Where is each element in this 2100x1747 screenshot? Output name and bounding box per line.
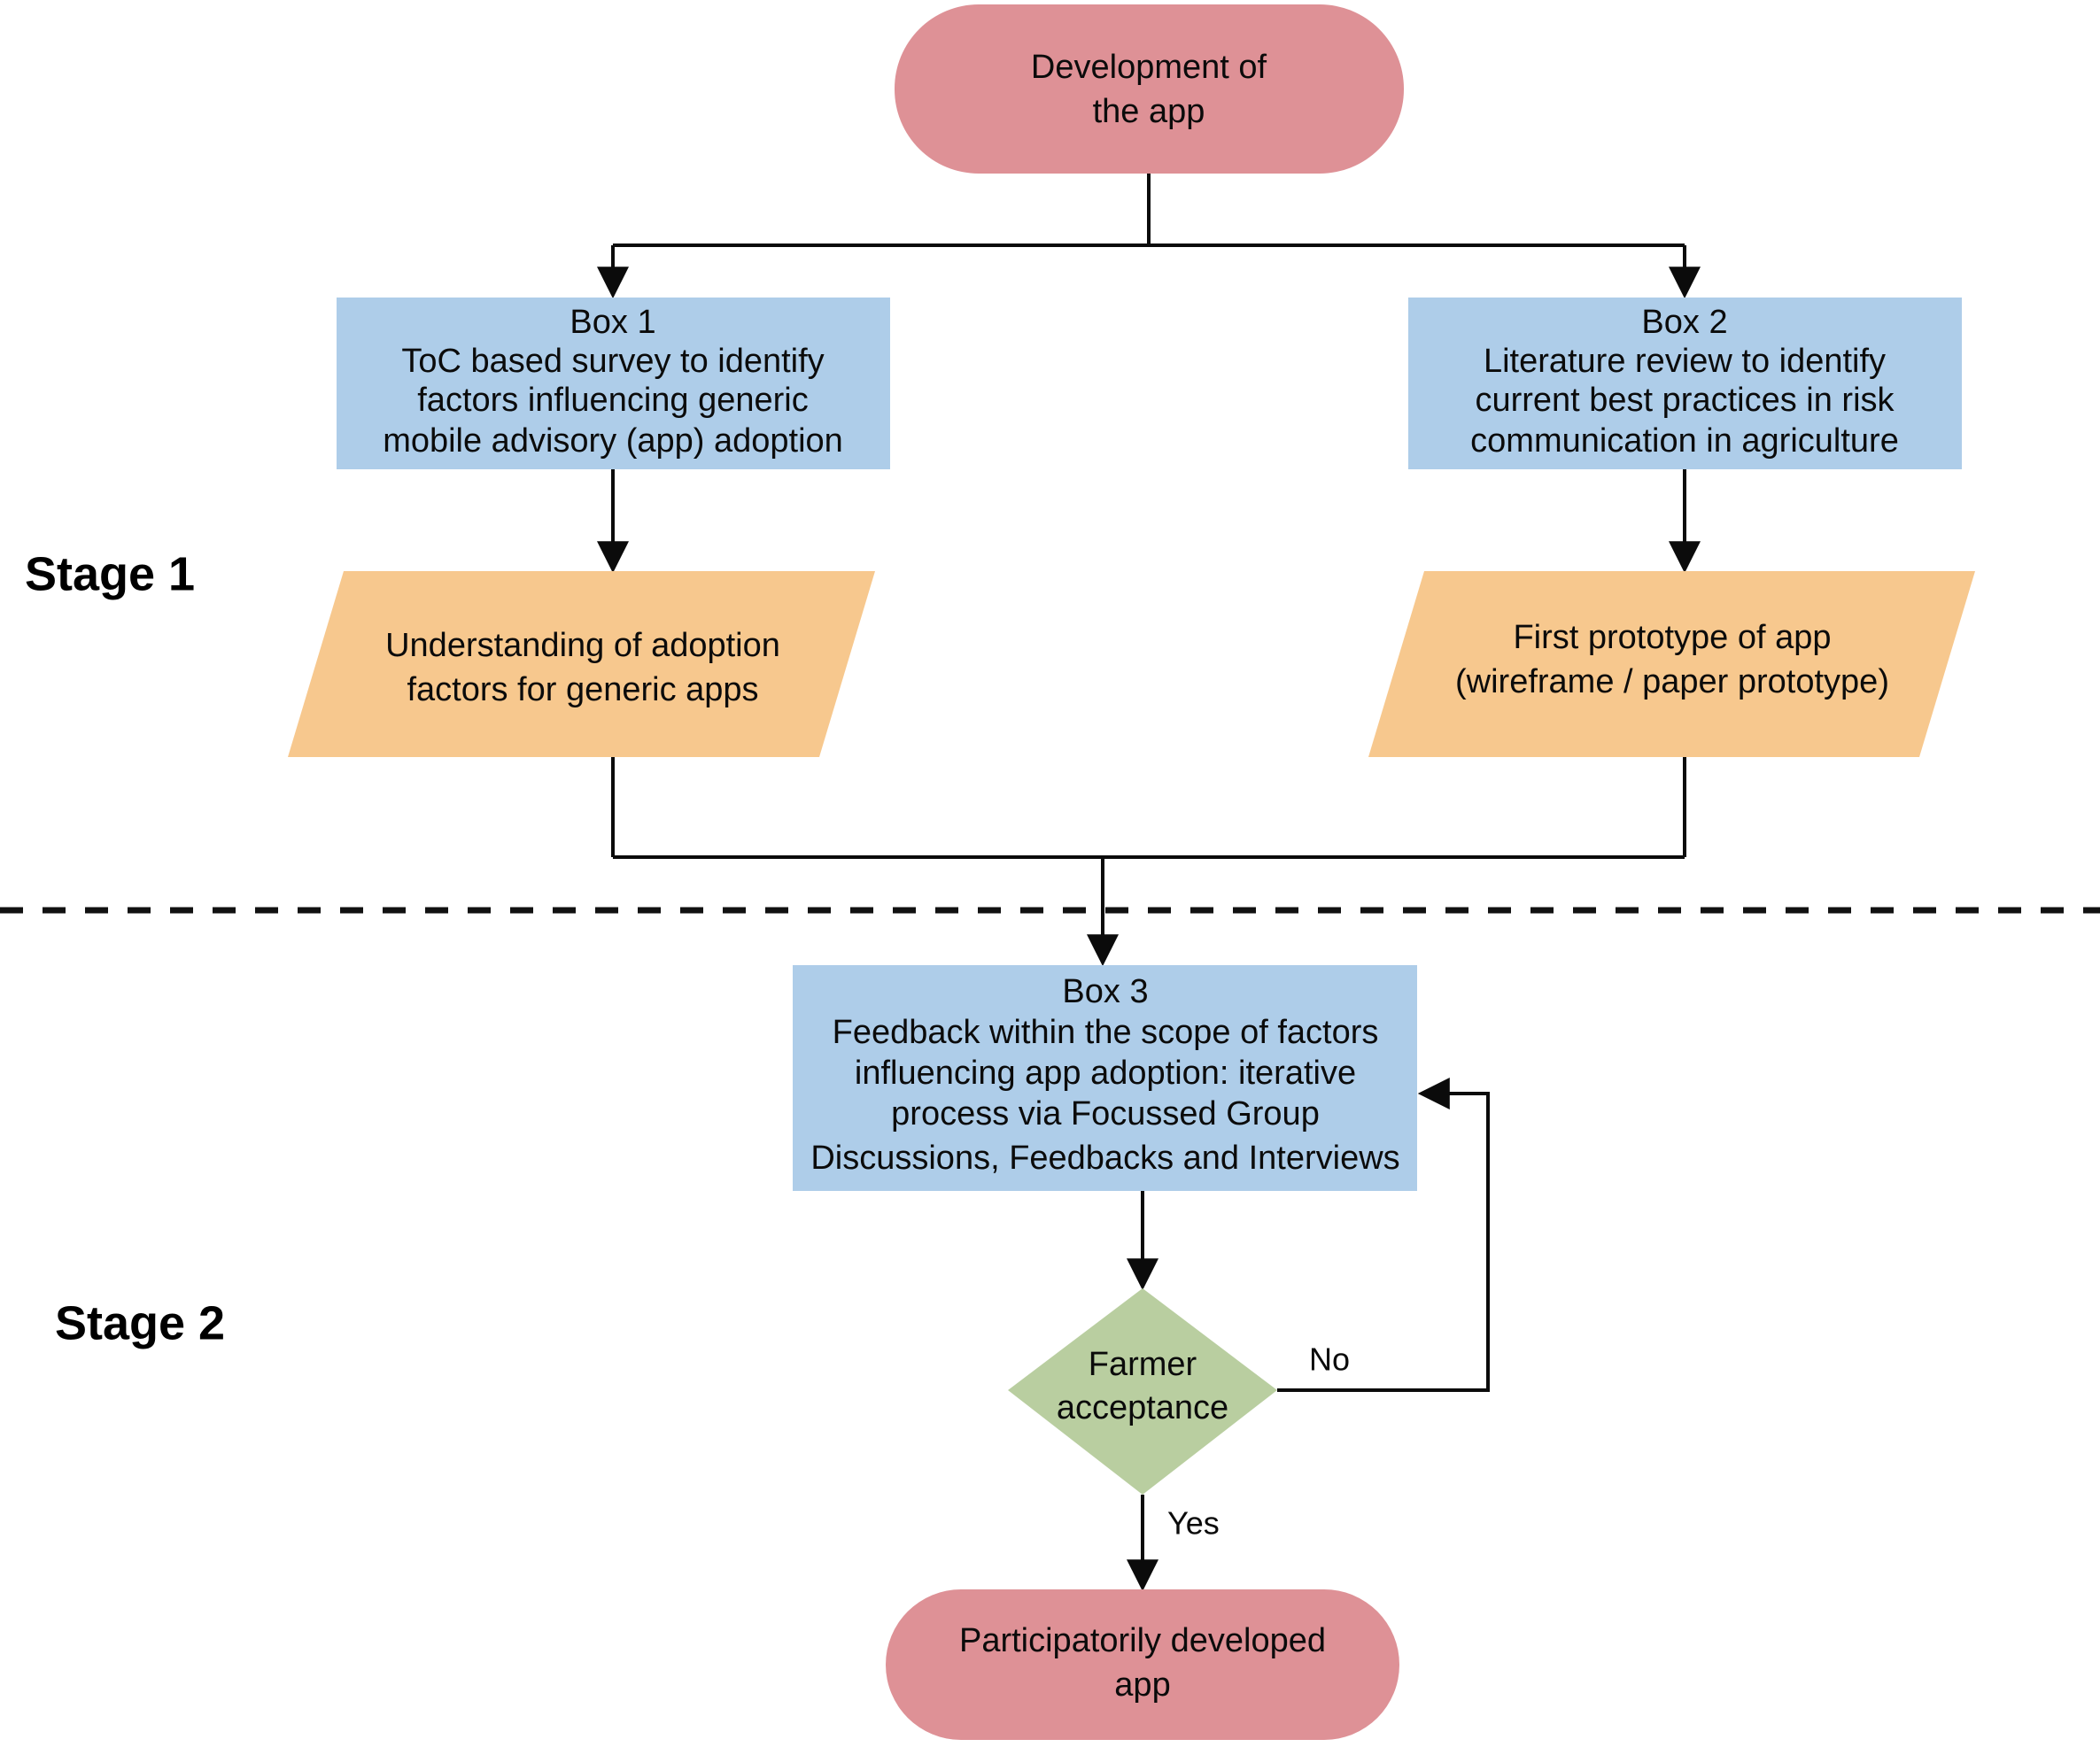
start-line-2: the app <box>1093 93 1205 130</box>
start-shape <box>895 4 1404 174</box>
node-decision[interactable]: Farmer acceptance <box>1008 1288 1277 1495</box>
connector-decision-no-loop <box>1277 1078 1490 1392</box>
box3-line-3: influencing app adoption: iterative <box>855 1055 1356 1092</box>
decision-shape <box>1008 1288 1277 1495</box>
node-box3[interactable]: Box 3 Feedback within the scope of facto… <box>793 965 1417 1191</box>
node-start[interactable]: Development of the app <box>895 4 1404 174</box>
node-output1[interactable]: Understanding of adoption factors for ge… <box>288 571 875 757</box>
box1-shape <box>337 298 890 469</box>
output2-line-2: (wireframe / paper prototype) <box>1455 663 1889 700</box>
box1-line-1: Box 1 <box>570 304 655 341</box>
edge-label-yes: Yes <box>1167 1505 1220 1542</box>
box2-line-3: current best practices in risk <box>1475 382 1895 419</box>
node-box1[interactable]: Box 1 ToC based survey to identify facto… <box>337 298 890 469</box>
output1-line-1: Understanding of adoption <box>385 627 780 664</box>
box2-line-1: Box 2 <box>1641 304 1727 341</box>
box3-line-4: process via Focussed Group <box>891 1095 1320 1132</box>
end-line-1: Participatorily developed <box>959 1622 1326 1659</box>
start-line-1: Development of <box>1031 49 1267 86</box>
node-end[interactable]: Participatorily developed app <box>886 1589 1399 1740</box>
box1-line-2: ToC based survey to identify <box>401 343 824 380</box>
output1-shape <box>288 571 875 757</box>
box2-line-2: Literature review to identify <box>1484 343 1886 380</box>
output2-line-1: First prototype of app <box>1513 619 1831 656</box>
stage-2-label: Stage 2 <box>55 1296 225 1349</box>
box3-line-1: Box 3 <box>1062 973 1148 1010</box>
output2-shape <box>1368 571 1975 757</box>
box2-line-4: communication in agriculture <box>1470 422 1899 460</box>
box3-shape <box>793 965 1417 1191</box>
output1-line-2: factors for generic apps <box>407 671 758 708</box>
box3-line-2: Feedback within the scope of factors <box>833 1014 1379 1051</box>
box1-line-4: mobile advisory (app) adoption <box>383 422 843 460</box>
decision-line-2: acceptance <box>1057 1389 1228 1426</box>
node-output2[interactable]: First prototype of app (wireframe / pape… <box>1368 571 1975 757</box>
end-line-2: app <box>1114 1666 1170 1704</box>
box2-shape <box>1408 298 1962 469</box>
edge-label-no: No <box>1309 1341 1350 1378</box>
node-box2[interactable]: Box 2 Literature review to identify curr… <box>1408 298 1962 469</box>
stage-1-label: Stage 1 <box>25 547 195 600</box>
end-shape <box>886 1589 1399 1740</box>
decision-line-1: Farmer <box>1089 1346 1197 1383</box>
box1-line-3: factors influencing generic <box>417 382 808 419</box>
box3-line-5: Discussions, Feedbacks and Interviews <box>810 1140 1399 1177</box>
